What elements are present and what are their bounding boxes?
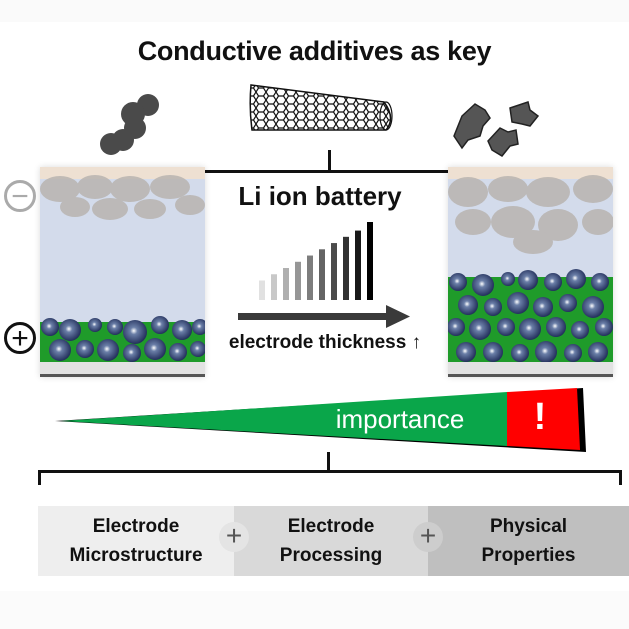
top-brace-stem [328,150,331,172]
thickness-bar [331,243,337,300]
factor-processing: Electrode Processing [234,506,428,576]
factor-physical-properties: Physical Properties [428,506,629,576]
thickness-bars [259,222,373,300]
carbon-black-icon [100,94,159,155]
factor-line1: Electrode [287,516,375,537]
thickness-bar [283,268,289,300]
thickness-bar [355,230,361,300]
bottom-brace-stem [327,452,330,472]
factor-line2: Processing [279,545,383,566]
thin-electrode-cell [40,167,205,377]
thickness-bar [307,255,313,300]
thickness-arrow-icon [238,305,410,328]
positive-terminal-icon: + [4,322,36,354]
importance-label: importance [335,404,465,434]
thickness-bar [259,280,265,300]
graphite-flakes-icon [453,101,540,157]
bottom-brace [38,470,622,485]
top-band [0,0,629,22]
carbon-nanotube-icon [249,84,393,131]
thickness-bar [367,222,373,300]
factor-line2: Properties [481,545,576,566]
importance-wedge [55,388,586,452]
factor-line1: Physical [489,516,568,537]
thickness-bar [271,274,277,300]
negative-terminal-icon: − [4,180,36,212]
battery-label: Li ion battery [238,181,402,211]
thickness-bar [319,249,325,300]
diagram-title: Conductive additives as key [137,36,492,66]
thickness-bar [295,261,301,300]
factor-line2: Microstructure [69,545,203,566]
thickness-label: electrode thickness ↑ [228,332,422,353]
thickness-bar [343,236,349,300]
bottom-band [0,591,629,629]
plus-connector-icon: + [219,522,249,552]
thick-electrode-cell [448,167,613,377]
factor-line1: Electrode [92,516,180,537]
plus-connector-icon: + [413,522,443,552]
factor-microstructure: Electrode Microstructure [38,506,234,576]
alert-icon: ! [533,396,547,438]
